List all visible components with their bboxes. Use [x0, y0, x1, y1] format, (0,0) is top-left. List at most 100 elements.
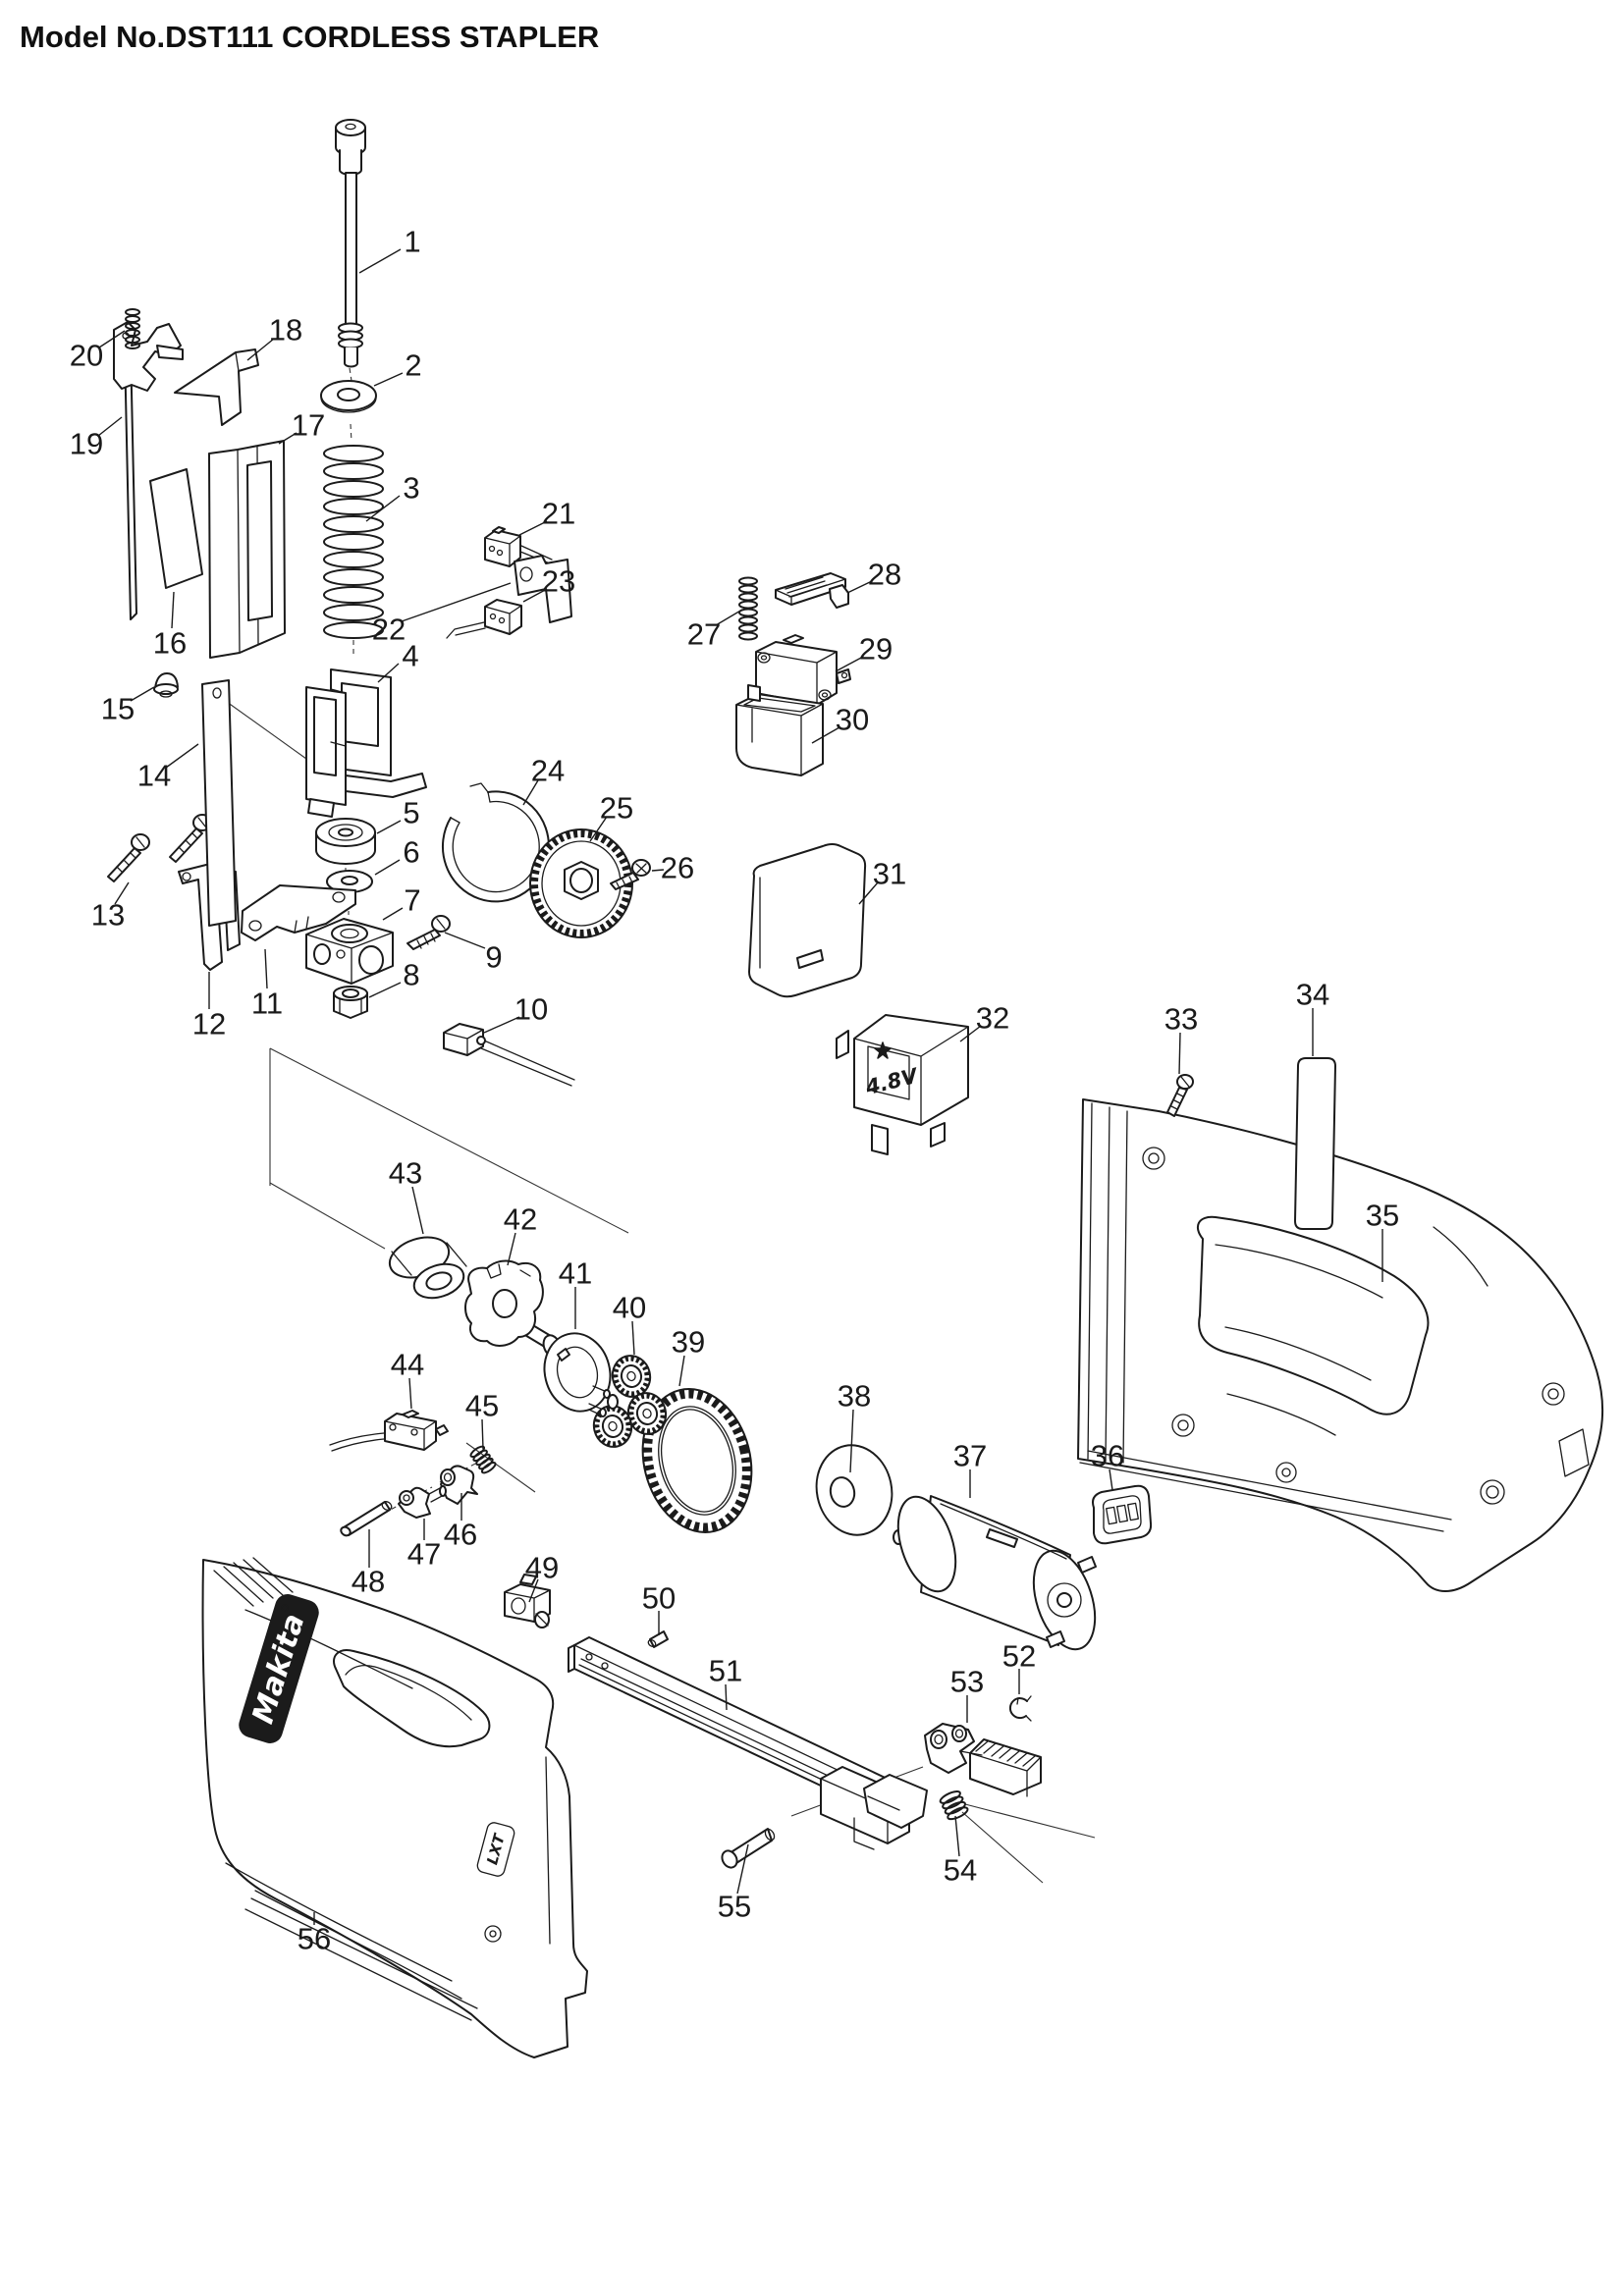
part-25-adjust-gear	[529, 828, 633, 938]
part-7-crank-block	[305, 918, 394, 985]
part-8-hex-nut	[333, 986, 368, 1019]
part-39-leader	[678, 1355, 685, 1387]
part-25-number: 25	[600, 791, 633, 826]
part-38-number: 38	[838, 1379, 871, 1414]
part-55-leader	[736, 1843, 749, 1895]
part-44-number: 44	[391, 1348, 424, 1382]
part-43-bushing	[388, 1236, 467, 1300]
part-36-leader	[1109, 1468, 1113, 1491]
part-50-number: 50	[642, 1581, 676, 1616]
part-13-number: 13	[91, 898, 125, 933]
part-23-number: 23	[542, 564, 575, 599]
part-4-driver-guide	[305, 668, 427, 818]
part-16-number: 16	[153, 626, 187, 661]
part-29-leader	[835, 656, 864, 672]
part-51-number: 51	[709, 1654, 742, 1688]
part-40-planet-gears	[592, 1355, 668, 1448]
part-6-number: 6	[403, 835, 419, 870]
part-33-number: 33	[1164, 1002, 1198, 1037]
part-55-number: 55	[718, 1890, 751, 1924]
part-54-leader	[954, 1815, 960, 1857]
part-56-housing-left: Makita LXT	[201, 1557, 588, 2058]
part-31-number: 31	[873, 857, 906, 891]
part-32-number: 32	[976, 1001, 1009, 1036]
part-48-pin-rod	[340, 1501, 393, 1537]
part-42-leader	[507, 1232, 516, 1266]
part-12-number: 12	[192, 1007, 226, 1041]
part-50-pin	[647, 1630, 669, 1648]
part-18-leaf-clip	[174, 348, 259, 426]
part-55-pin	[721, 1828, 776, 1869]
part-45-leader	[481, 1418, 484, 1450]
part-8-leader	[368, 982, 402, 998]
part-22-number: 22	[372, 613, 406, 647]
part-30-number: 30	[836, 703, 869, 737]
part-29-number: 29	[859, 632, 893, 667]
part-33-screw	[1166, 1074, 1194, 1117]
part-11-leader	[264, 948, 268, 989]
part-32-leader	[959, 1025, 982, 1042]
part-19-number: 19	[70, 427, 103, 461]
part-2-leader	[373, 372, 404, 387]
part-45-spring-tiny	[469, 1445, 497, 1474]
part-20-spring-small	[125, 308, 140, 349]
part-18-number: 18	[269, 313, 302, 347]
part-38-leader	[849, 1409, 854, 1473]
part-29-switch	[755, 634, 851, 706]
part-53-pusher-latch	[924, 1723, 1042, 1797]
part-3-number: 3	[403, 471, 419, 506]
part-36-grommet	[1092, 1484, 1153, 1545]
part-24-number: 24	[531, 754, 565, 788]
part-17-cover-channel	[208, 440, 286, 659]
part-45-number: 45	[465, 1389, 499, 1423]
part-25-leader	[589, 816, 608, 842]
part-40-number: 40	[613, 1291, 646, 1325]
part-16-leader	[171, 591, 175, 629]
part-46-number: 46	[444, 1518, 477, 1552]
part-7-leader	[382, 907, 404, 921]
part-40-leader	[631, 1320, 635, 1356]
part-2-number: 2	[405, 348, 421, 383]
part-53-number: 53	[950, 1665, 984, 1699]
part-17-leader	[278, 432, 298, 445]
part-20-number: 20	[70, 339, 103, 373]
part-42-number: 42	[504, 1202, 537, 1237]
part-46-lever	[440, 1465, 478, 1505]
part-5-spring-holder	[315, 818, 376, 865]
part-13-leader	[114, 881, 130, 905]
part-4-leader	[377, 663, 400, 683]
part-19-rod-bracket	[113, 321, 184, 620]
part-15-leader	[130, 686, 155, 702]
part-24-leader	[522, 779, 539, 806]
part-14-plate-strip	[201, 679, 237, 927]
part-9-screw	[406, 915, 451, 950]
part-14-number: 14	[137, 759, 171, 793]
part-14-leader	[165, 743, 199, 769]
part-27-number: 27	[687, 617, 721, 652]
part-39-ring-gear	[641, 1388, 753, 1533]
part-20-leader	[98, 330, 126, 348]
part-34-label-sticker	[1294, 1057, 1336, 1230]
part-23-switch	[446, 599, 522, 639]
part-31-battery-cover	[748, 843, 867, 998]
part-51-magazine	[568, 1636, 928, 1850]
part-43-number: 43	[389, 1156, 422, 1191]
part-3-compression-spring	[323, 445, 384, 639]
part-18-leader	[246, 338, 275, 361]
part-39-number: 39	[672, 1325, 705, 1360]
part-54-spring	[939, 1790, 969, 1821]
part-26-leader	[651, 869, 665, 872]
part-10-number: 10	[514, 992, 548, 1027]
part-28-slide-button	[775, 572, 849, 609]
part-16-plate	[149, 468, 203, 589]
part-9-number: 9	[485, 940, 502, 975]
part-26-screw	[610, 859, 651, 890]
part-43-leader	[411, 1186, 424, 1235]
part-21-leader	[518, 520, 548, 536]
part-56-number: 56	[298, 1922, 331, 1956]
part-37-number: 37	[953, 1439, 987, 1473]
part-17-number: 17	[292, 408, 325, 443]
part-7-number: 7	[404, 883, 420, 918]
